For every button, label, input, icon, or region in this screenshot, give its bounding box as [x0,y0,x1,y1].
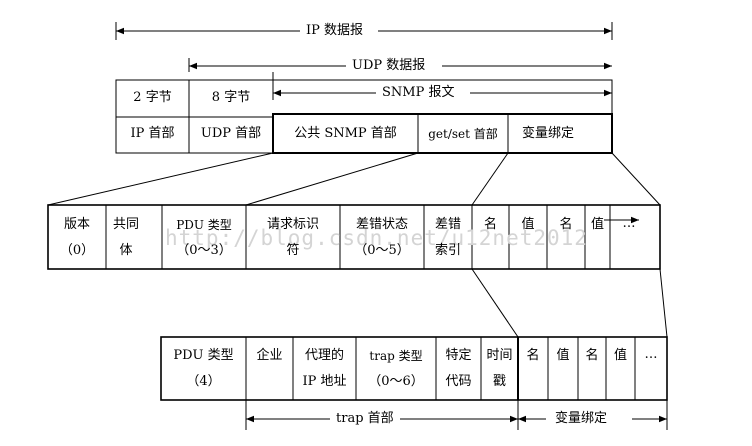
bottom-value-1: 值 [556,348,570,363]
trap-type-cell: trap 类型 [369,349,423,363]
enterprise-cell: 企业 [256,348,283,363]
bytes-8-label: 8 字节 [211,90,251,105]
middle-name-1: 名 [483,217,497,232]
version-value: （0） [59,243,95,258]
bottom-row-outline [160,336,668,401]
request-id-cell: 请求标识 [266,217,319,232]
timestamp-cell-line2: 戳 [492,374,506,389]
common-snmp-header-cell: 公共 SNMP 首部 [294,126,397,141]
specific-code-cell-line2: 代码 [445,374,472,389]
pdu-type-cell: PDU 类型 [176,218,232,232]
udp-packet-label: UDP 数据报 [352,58,426,73]
middle-value-2: 值 [590,217,604,232]
agent-address-cell-line2: IP 地址 [302,374,347,389]
udp-header-cell: UDP 首部 [200,126,262,141]
trap-pdu-type-cell: PDU 类型 [173,348,234,363]
trap-type-range: （0～6） [368,374,424,389]
pdu-type-range: （0～3） [176,243,232,258]
ip-header-cell: IP 首部 [130,126,175,141]
trap-pdu-type-value: （4） [186,374,221,389]
community-cell: 共同 [112,217,139,232]
timestamp-cell: 时间 [486,348,513,363]
bottom-name-2: 名 [585,348,599,363]
agent-address-cell: 代理的 [304,348,344,363]
middle-name-2: 名 [559,217,573,232]
bytes-2-label: 2 字节 [133,90,172,105]
error-status-cell: 差错状态 [355,217,408,232]
error-index-cell: 差错 [434,217,461,232]
error-status-range: （0～5） [354,243,410,258]
snmp-message-label: SNMP 报文 [382,85,455,100]
trap-header-label: trap 首部 [336,411,394,426]
specific-code-cell: 特定 [445,348,472,363]
watermark-text: http://blog.csdn.net/u12net2012 [165,226,588,250]
request-id-cell-line2: 符 [286,243,300,258]
bottom-value-2: 值 [613,348,627,363]
middle-value-1: 值 [521,217,535,232]
ip-packet-label: IP 数据报 [306,23,364,38]
middle-row-outline [47,204,661,270]
getset-header-cell: get/set 首部 [428,127,498,141]
error-index-cell-line2: 索引 [434,243,461,258]
version-cell: 版本 [63,217,90,232]
community-cell-line2: 体 [119,243,133,258]
bottom-ellipsis: … [644,347,658,362]
middle-ellipsis: … [622,216,636,231]
bottom-name-1: 名 [526,348,540,363]
snmp-message-box [272,113,613,154]
variable-binding-label: 变量绑定 [555,411,608,426]
variable-binding-cell: 变量绑定 [521,126,574,141]
